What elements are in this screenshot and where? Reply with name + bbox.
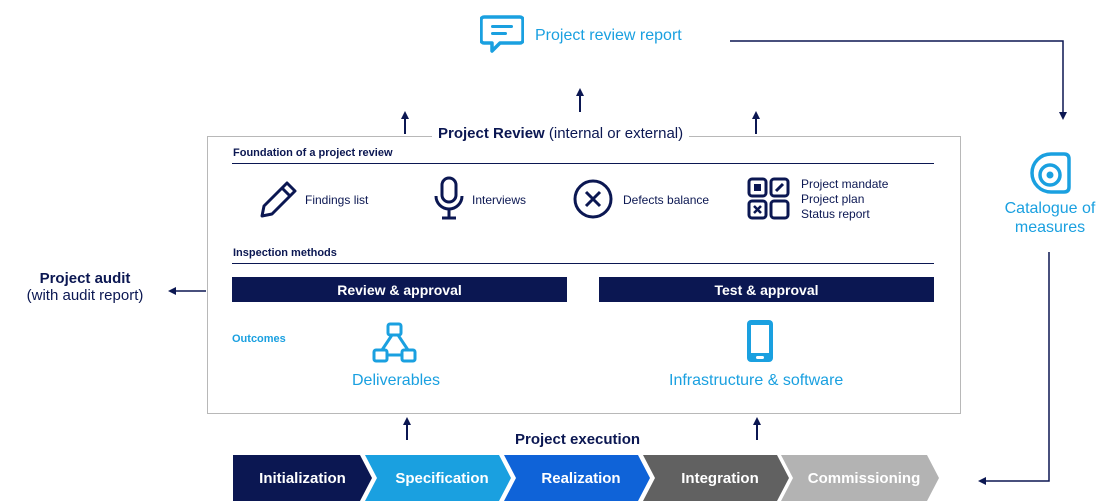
foundation-heading: Foundation of a project review	[233, 147, 393, 159]
phase-specification: Specification	[365, 455, 511, 501]
infrastructure-label: Infrastructure & software	[669, 372, 844, 389]
documents-line: Project mandate	[801, 177, 889, 191]
catalogue-line1: Catalogue of	[1004, 200, 1096, 217]
outcomes-label: Outcomes	[232, 333, 286, 345]
interviews-label: Interviews	[472, 193, 527, 207]
project-review-title-rest: (internal or external)	[548, 125, 684, 142]
project-audit: Project audit (with audit report)	[0, 270, 170, 304]
project-audit-title: Project audit	[39, 270, 131, 287]
phase-integration: Integration	[643, 455, 789, 501]
phase-label: Realization	[541, 469, 621, 487]
documents-line: Status report	[801, 207, 870, 221]
findings-list-label: Findings list	[305, 193, 369, 207]
catalogue-label: Catalogue of measures	[990, 199, 1106, 237]
phase-label: Specification	[395, 469, 489, 487]
defects-balance-label: Defects balance	[623, 193, 710, 207]
project-execution-label: Project execution	[515, 431, 641, 448]
speech-bubble-icon	[479, 14, 525, 59]
phase-label: Commissioning	[807, 469, 921, 487]
inspection-divider	[232, 263, 934, 264]
phase-label: Initialization	[259, 469, 346, 487]
report-label: Project review report	[535, 27, 682, 44]
inspection-heading: Inspection methods	[233, 247, 337, 259]
project-audit-subtitle: (with audit report)	[26, 287, 144, 304]
apps-grid-icon	[746, 176, 792, 227]
documents-line: Project plan	[801, 192, 865, 206]
catalogue-line2: measures	[1014, 219, 1086, 236]
phase-commissioning: Commissioning	[781, 455, 939, 501]
project-review-title-bold: Project Review	[438, 125, 545, 142]
test-approval-bar: Test & approval	[599, 277, 934, 302]
documents-list: Project mandate Project plan Status repo…	[801, 177, 888, 222]
pencil-icon	[258, 178, 300, 225]
phase-realization: Realization	[504, 455, 650, 501]
phase-initialization: Initialization	[233, 455, 372, 501]
network-nodes-icon	[371, 321, 419, 370]
tablet-icon	[744, 318, 776, 369]
tape-roll-icon	[1028, 150, 1074, 201]
foundation-divider	[232, 163, 934, 164]
review-approval-bar: Review & approval	[232, 277, 567, 302]
deliverables-label: Deliverables	[352, 372, 441, 389]
report-to-catalogue-connector	[730, 40, 1067, 120]
catalogue-to-process-connector	[978, 252, 1050, 485]
circle-x-icon	[572, 178, 614, 225]
microphone-icon	[431, 175, 467, 226]
phase-label: Integration	[681, 469, 759, 487]
project-review-title: Project Review (internal or external)	[432, 125, 690, 142]
